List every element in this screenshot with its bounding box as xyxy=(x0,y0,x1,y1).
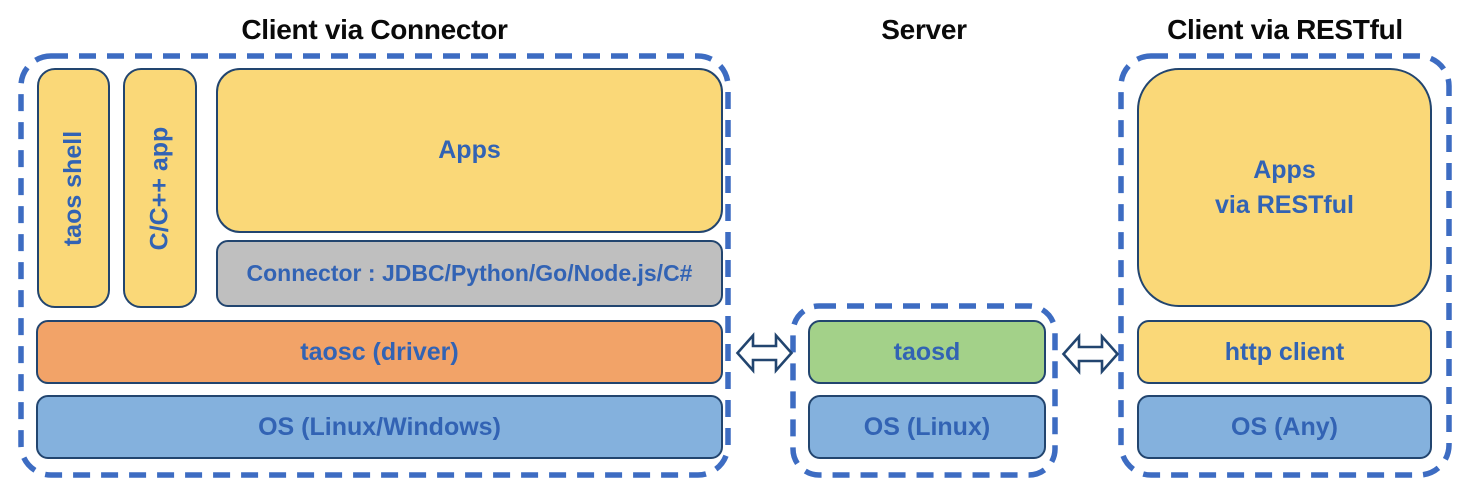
box-os-any: OS (Any) xyxy=(1137,395,1432,459)
cpp-app-label: C/C++ app xyxy=(145,126,174,250)
group-title-client-via-restful: Client via RESTful xyxy=(1167,14,1403,45)
server-group-outline xyxy=(790,303,1058,478)
box-http-client: http client xyxy=(1137,320,1432,384)
group-title-client-via-connector: Client via Connector xyxy=(241,14,508,45)
bidirectional-arrow-icon xyxy=(1061,333,1120,375)
box-os-linux-windows: OS (Linux/Windows) xyxy=(36,395,723,459)
box-apps: Apps xyxy=(216,68,723,233)
box-os-linux: OS (Linux) xyxy=(808,395,1046,459)
box-connector: Connector : JDBC/Python/Go/Node.js/C# xyxy=(216,240,723,307)
taos-shell-label: taos shell xyxy=(59,130,88,246)
box-apps-via-restful: Apps via RESTful xyxy=(1137,68,1432,307)
bidirectional-arrow-icon xyxy=(735,332,794,374)
box-taosd: taosd xyxy=(808,320,1046,384)
box-cpp-app: C/C++ app xyxy=(123,68,197,308)
group-title-server: Server xyxy=(881,14,967,45)
client-via-connector-group-outline xyxy=(18,53,731,478)
box-taos-shell: taos shell xyxy=(37,68,110,308)
client-via-restful-group-outline xyxy=(1118,53,1452,478)
box-taosc-driver: taosc (driver) xyxy=(36,320,723,384)
